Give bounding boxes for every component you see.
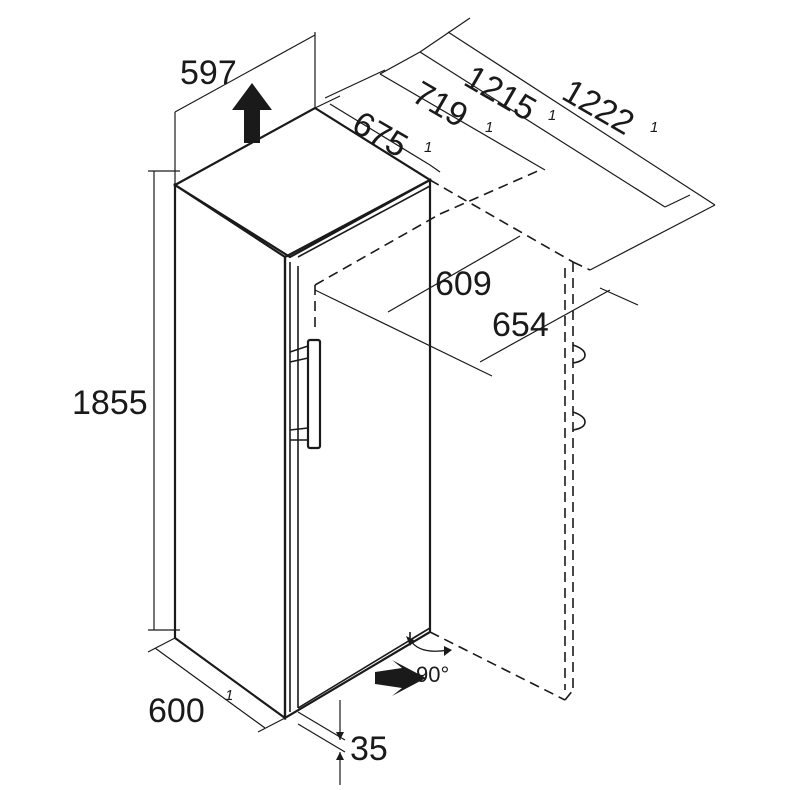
door-open-corner xyxy=(564,689,574,701)
dim-depth-door-open-total-label: 1222 xyxy=(556,72,641,143)
dim-width-label: 597 xyxy=(180,54,237,92)
dim-depth-door-open-total: 1222 1 xyxy=(419,17,716,271)
door-hinge-icon xyxy=(572,411,586,431)
dim-door-open-width-label: 654 xyxy=(492,306,549,344)
dim-depth-door-open-total-note: 1 xyxy=(650,119,658,136)
side-face xyxy=(173,182,287,721)
handle-upper-mount-2 xyxy=(289,357,309,363)
door-top-edge xyxy=(297,185,431,258)
dim-base-height: 35 xyxy=(297,700,388,785)
airflow-base-arrow-icon xyxy=(375,660,426,696)
door-hinge-icon xyxy=(572,344,586,364)
dim-body-depth: 600 1 xyxy=(147,637,286,733)
door-open-top-edge xyxy=(429,179,574,263)
handle-bar xyxy=(306,338,322,450)
dim-base-height-label: 35 xyxy=(350,730,388,768)
dim-door-angle-label: 90° xyxy=(416,662,449,687)
airflow-up-arrow-icon xyxy=(232,83,272,143)
handle-upper-mount xyxy=(289,345,309,353)
open-door-outline xyxy=(314,169,591,701)
dim-depth-door-closed-label: 675 xyxy=(346,104,414,165)
dim-height: 1855 xyxy=(72,170,180,631)
dim-body-depth-label: 600 xyxy=(148,692,205,730)
door-swing-ext xyxy=(439,169,541,215)
door-swing-top xyxy=(314,213,441,286)
door-bottom-edge xyxy=(297,627,431,709)
dim-depth-with-handle-note: 1 xyxy=(485,119,493,136)
door-open-bottom xyxy=(429,631,566,701)
dim-width: 597 xyxy=(174,32,316,185)
dim-door-angle: 90° xyxy=(406,636,452,687)
handle-lower-mount xyxy=(289,427,309,431)
dim-door-opening-depth-label: 609 xyxy=(435,265,492,303)
dim-door-opening-depth: 609 xyxy=(314,235,521,377)
dim-depth-door-open-label: 1215 xyxy=(458,58,543,129)
dim-body-depth-note: 1 xyxy=(225,687,233,704)
dim-depth-door-open-note: 1 xyxy=(548,107,556,124)
dim-depth-door-closed-note: 1 xyxy=(424,139,432,156)
dim-height-label: 1855 xyxy=(72,384,148,422)
appliance-body xyxy=(172,106,433,721)
dim-door-open-width: 654 xyxy=(479,287,639,363)
door-open-top-right xyxy=(572,261,591,271)
door-handle xyxy=(289,338,322,450)
